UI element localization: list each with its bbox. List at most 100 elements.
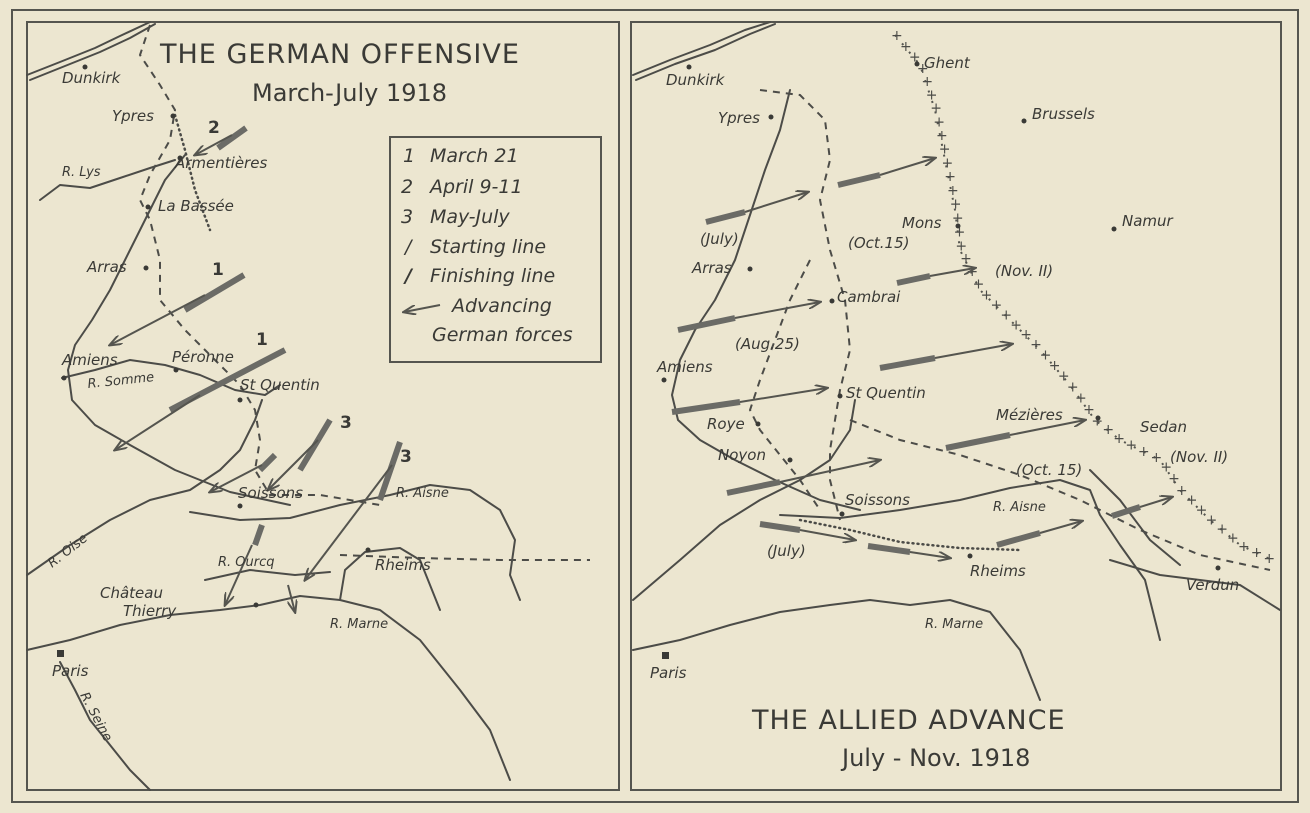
place-label: Rheims (970, 562, 1026, 580)
river-meuse-line (1089, 469, 1181, 566)
river-main-curve (671, 89, 861, 511)
armistice-cross-mark: + (1186, 493, 1198, 509)
town-dot (365, 547, 371, 553)
start-bar-3b (377, 441, 403, 501)
offensive-number: 1 (256, 330, 268, 350)
town-dot (145, 204, 151, 210)
coastline (26, 21, 151, 76)
arrow-advance (929, 268, 975, 277)
legend-symbol: 2 (401, 176, 413, 198)
legend-label: Finishing line (430, 265, 555, 287)
river-label: R. Somme (87, 370, 155, 392)
town-dot (967, 553, 973, 559)
arrow-advance (705, 209, 746, 225)
place-label: Cambrai (837, 288, 901, 306)
offensive-number: 3 (400, 447, 412, 467)
armistice-cross-mark: + (941, 155, 953, 171)
left-map-subtitle: March-July 1918 (252, 79, 447, 107)
place-label: Verdun (1186, 576, 1239, 594)
left-map-title: THE GERMAN OFFENSIVE (159, 39, 520, 70)
town-dot (914, 61, 920, 67)
river-marne-line (26, 595, 511, 781)
place-label: Mons (902, 214, 942, 232)
place-label: Amiens (656, 358, 713, 376)
arrow-advance (677, 315, 736, 333)
place-label: Dunkirk (666, 71, 726, 89)
armistice-cross-mark: + (930, 101, 942, 117)
place-label: Noyon (718, 446, 766, 464)
coastline-inner (29, 23, 156, 81)
armistice-cross-mark: + (1000, 307, 1012, 323)
armistice-cross-mark: + (900, 39, 912, 55)
date-label: (July) (767, 542, 806, 560)
arrow-offensive-down-b (287, 584, 295, 612)
date-label: (July) (700, 230, 739, 248)
river-label: R. Marne (330, 617, 388, 632)
armistice-cross-mark: + (891, 28, 903, 44)
armistice-cross-mark: + (1160, 459, 1172, 475)
arrow-advance (867, 543, 911, 555)
river-aisne-line (779, 479, 1161, 641)
date-label: (Nov. II) (1170, 448, 1228, 466)
start-bar-1a (183, 272, 246, 313)
river-oise-line (632, 399, 856, 601)
legend-label: Advancing (450, 295, 552, 317)
arrow-advance (759, 521, 801, 533)
town-dot (237, 503, 243, 509)
arrow-advance (744, 192, 808, 213)
arrow-advance (879, 355, 936, 371)
arrow-advance (799, 529, 855, 540)
legend-symbol: / (403, 265, 414, 287)
legend-label: May-July (430, 206, 510, 228)
town-dot (747, 266, 753, 272)
arrow-offensive-2 (195, 134, 233, 155)
coastline (632, 21, 771, 76)
arrow-advance (734, 302, 820, 319)
place-label: Paris (650, 664, 687, 682)
place-label: La Bassée (158, 197, 234, 215)
armistice-cross-mark: + (944, 169, 956, 185)
armistice-cross-mark: + (1058, 369, 1070, 385)
date-label: (Oct.15) (848, 234, 910, 252)
town-dot (787, 457, 793, 463)
legend-symbol: 1 (403, 145, 415, 167)
armistice-cross-mark: + (1125, 438, 1137, 454)
legend-box (389, 136, 602, 363)
paris-marker (662, 652, 669, 659)
armistice-cross-mark: + (950, 197, 962, 213)
start-bar-3a (297, 418, 333, 472)
front-line-july (759, 89, 852, 521)
place-label: Armentières (174, 154, 267, 172)
armistice-cross-mark: + (1040, 347, 1052, 363)
start-bar-short-a (257, 452, 278, 473)
river-label: R. Oise (45, 531, 90, 571)
town-dot (755, 421, 761, 427)
front-line-dotted (173, 113, 212, 232)
armistice-cross-mark: + (1227, 530, 1239, 546)
town-dot (253, 602, 259, 608)
armistice-cross-mark: + (933, 114, 945, 130)
armistice-cross-mark: + (1113, 431, 1125, 447)
legend: 1 March 21 2 April 9-11 3 May-July / Sta… (389, 136, 602, 363)
legend-symbol: / (403, 236, 414, 258)
town-dot (839, 511, 845, 517)
arrow-advance (909, 551, 950, 558)
arrow-advance (896, 273, 931, 286)
arrow-advance (726, 479, 781, 496)
armistice-crosses: ++++++++++++++++++++++++++++++++++++++++… (891, 28, 1275, 567)
arrow-advance (996, 530, 1041, 548)
armistice-cross-mark: + (955, 238, 967, 254)
arrow-advance (671, 399, 741, 415)
town-dot (686, 64, 692, 70)
armistice-cross-mark: + (1238, 539, 1250, 555)
armistice-cross-mark: + (926, 87, 938, 103)
allied-advance-map: ++++++++++++++++++++++++++++++++++++++++… (630, 21, 1282, 791)
armistice-cross-mark: + (1010, 317, 1022, 333)
date-label: (Aug.25) (735, 335, 800, 353)
river-aisne-line (189, 484, 521, 601)
armistice-cross-mark: + (936, 128, 948, 144)
legend-label: Starting line (430, 236, 546, 258)
armistice-cross-mark: + (1091, 413, 1103, 429)
right-map-frame (630, 21, 1282, 791)
